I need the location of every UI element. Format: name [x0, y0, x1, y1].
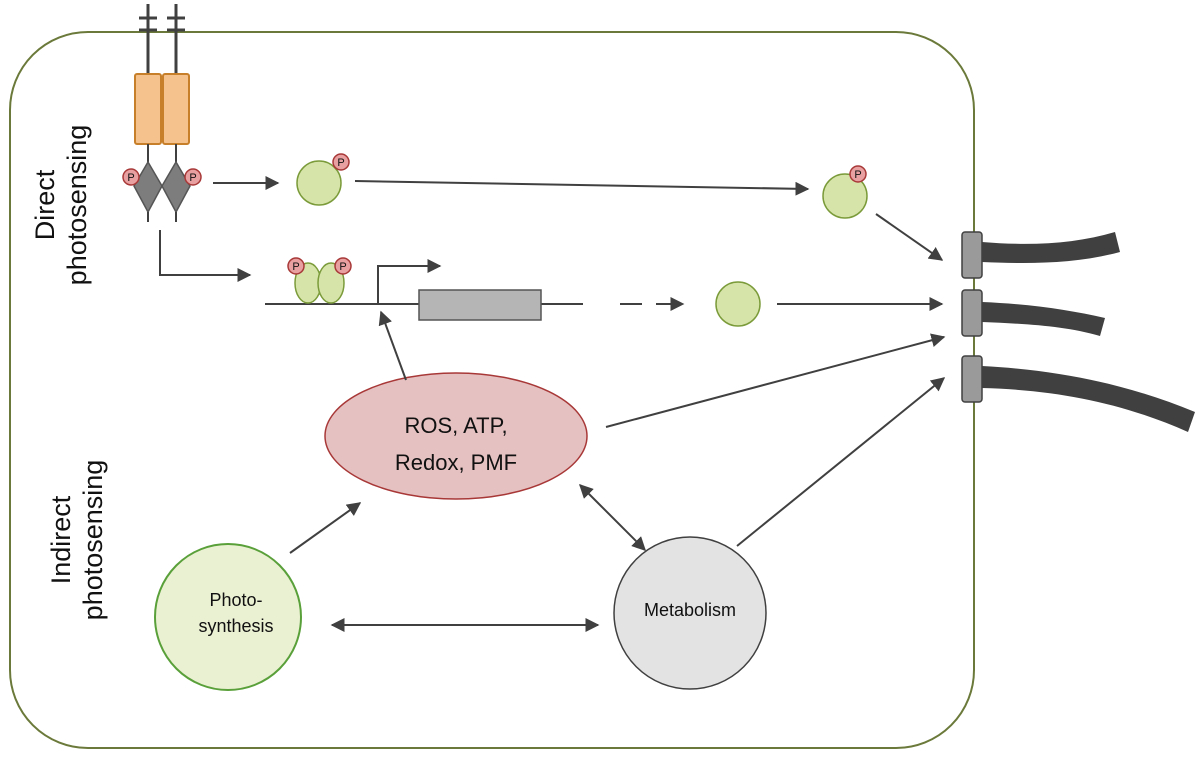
phosphorylated-regulator-protein: P	[296, 153, 350, 206]
phosphate-icon	[287, 257, 305, 275]
ros-atp-redox-pmf-node: ROS, ATP, Redox, PMF	[324, 372, 588, 500]
transcription-factor-dimer: P P	[287, 257, 352, 304]
indirect-photosensing-label: Indirect photosensing	[46, 460, 108, 621]
kinase-domain-right	[161, 160, 191, 214]
flagellar-motor-icon	[961, 231, 983, 403]
phosphate-icon	[334, 257, 352, 275]
phosphorylated-effector-protein: P	[822, 165, 868, 219]
arrow-protein-to-motor-top	[875, 213, 944, 261]
phosphate-icon	[849, 165, 867, 183]
indirect-label-line2: photosensing	[78, 460, 108, 621]
arrow-protein-to-protein	[354, 180, 810, 196]
expressed-protein	[715, 281, 761, 327]
phospho-label: P	[127, 172, 134, 184]
ros-label-line1: ROS, ATP,	[404, 413, 507, 438]
phospho-label: P	[339, 261, 346, 273]
phosphate-icon: P	[122, 168, 140, 186]
arrow-metabolism-to-motor	[736, 377, 946, 547]
photosynthesis-node: Photo- synthesis	[154, 543, 302, 691]
metabolism-node: Metabolism	[613, 536, 767, 690]
kinase-domain-left	[133, 160, 163, 214]
arrow-ros-metabolism	[579, 484, 646, 551]
photosynthesis-label-line2: synthesis	[198, 616, 273, 636]
direct-photosensing-label: Direct photosensing	[30, 125, 92, 286]
phospho-label: P	[189, 172, 196, 184]
ros-label-line2: Redox, PMF	[395, 450, 517, 475]
phosphate-icon: P	[184, 168, 202, 186]
arrow-ros-to-promoter	[378, 310, 407, 381]
flagellum-icon	[982, 232, 1195, 432]
arrow-photosynthesis-to-ros	[289, 502, 362, 554]
metabolism-label: Metabolism	[644, 600, 736, 620]
phospho-label: P	[292, 261, 299, 273]
photosynthesis-label-line1: Photo-	[209, 590, 262, 610]
transmembrane-receptor-icon	[133, 4, 191, 222]
direct-label-line2: photosensing	[62, 125, 92, 286]
arrow-receptor-to-dna	[159, 230, 252, 282]
arrow-ros-to-motor	[605, 333, 946, 428]
promoter-arrow-icon	[377, 259, 442, 304]
phospho-label: P	[337, 157, 344, 169]
phospho-label: P	[854, 169, 861, 181]
gene-box-icon	[418, 289, 542, 321]
indirect-label-line1: Indirect	[46, 495, 76, 584]
phosphate-icon	[332, 153, 350, 171]
direct-label-line1: Direct	[30, 169, 60, 240]
